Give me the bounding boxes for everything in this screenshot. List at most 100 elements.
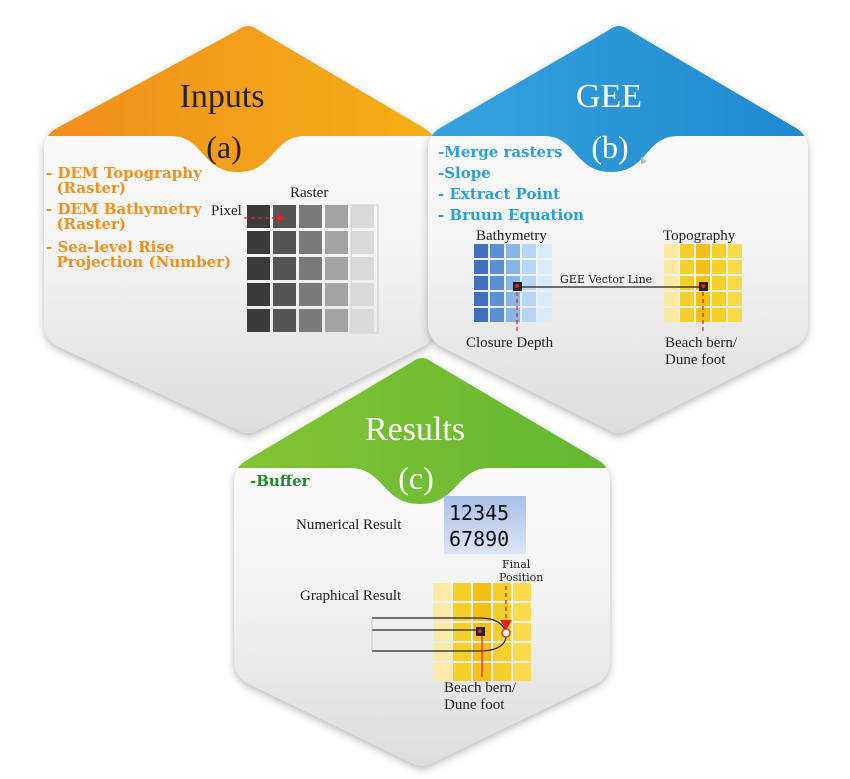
panel-b-item-3: - Extract Point <box>438 185 560 203</box>
topography-cell <box>712 292 726 306</box>
panel-a-item-1-line2: (Raster) <box>46 179 126 197</box>
final-position-label-2: Position <box>499 571 543 584</box>
result-cell <box>493 583 511 601</box>
raster-cell <box>299 231 322 254</box>
result-cell <box>453 623 471 641</box>
raster-cell <box>273 309 296 332</box>
bathymetry-cell <box>522 292 536 306</box>
numerical-result-box <box>444 496 526 554</box>
bathymetry-cell <box>474 276 488 290</box>
result-cell <box>513 623 531 641</box>
panel-c-berm-label-1: Beach bern/ <box>444 680 517 696</box>
topography-cell <box>712 260 726 274</box>
raster-cell <box>247 231 270 254</box>
result-cell <box>473 603 491 621</box>
panel-a-item-1-line1: - DEM Topography <box>46 164 203 182</box>
graphical-result-label: Graphical Result <box>300 588 402 604</box>
topography-cell <box>728 308 742 322</box>
panel-b-item-2: -Slope <box>438 164 491 182</box>
panel-a-list: - DEM Topography (Raster) - DEM Bathymet… <box>46 164 231 271</box>
result-cell <box>473 583 491 601</box>
topography-cell <box>712 308 726 322</box>
bathymetry-cell <box>538 244 552 258</box>
panel-b-item-1: -Merge rasters <box>438 143 562 161</box>
final-position-circle-icon <box>501 628 511 638</box>
pixel-label: Pixel <box>211 203 242 219</box>
topography-cell <box>696 260 710 274</box>
panel-c-title: Results <box>365 411 465 448</box>
numerical-result-label: Numerical Result <box>296 517 402 533</box>
gee-vector-label: GEE Vector Line <box>560 273 652 286</box>
result-cell <box>433 583 451 601</box>
raster-cell <box>325 309 348 332</box>
raster-cell <box>351 257 374 280</box>
bathymetry-cell <box>490 308 504 322</box>
bathymetry-cell <box>474 308 488 322</box>
bathymetry-cell <box>522 244 536 258</box>
final-position-arrow-icon <box>500 620 512 630</box>
topography-cell <box>712 276 726 290</box>
result-cell <box>453 663 471 681</box>
topography-cell <box>680 260 694 274</box>
berm-red-dot <box>701 284 705 288</box>
topography-cell <box>728 260 742 274</box>
panel-a-title: Inputs <box>180 78 265 115</box>
topography-cell <box>728 276 742 290</box>
bathymetry-cell <box>538 260 552 274</box>
panel-a-item-2-line2: (Raster) <box>46 215 126 233</box>
raster-cell <box>247 283 270 306</box>
bathymetry-cell <box>474 292 488 306</box>
raster-cell <box>247 309 270 332</box>
result-cell <box>513 663 531 681</box>
topography-cell <box>664 260 678 274</box>
result-red-dot <box>478 629 482 633</box>
panel-b-list: -Merge rasters -Slope - Extract Point - … <box>438 143 584 224</box>
panel-b-hexagon <box>428 26 808 433</box>
bathymetry-cell <box>474 260 488 274</box>
panel-b-berm-label-2: Dune foot <box>665 352 726 368</box>
raster-cell <box>325 205 348 228</box>
topography-cell <box>680 276 694 290</box>
topography-cell <box>680 292 694 306</box>
result-cell <box>493 643 511 661</box>
bathymetry-cell <box>490 244 504 258</box>
closure-depth-label: Closure Depth <box>466 335 554 351</box>
topography-cell <box>680 244 694 258</box>
raster-cell <box>247 257 270 280</box>
panel-b-berm-label-1: Beach bern/ <box>665 335 738 351</box>
raster-cell <box>325 231 348 254</box>
bathymetry-label: Bathymetry <box>476 228 547 244</box>
bathymetry-cell <box>522 308 536 322</box>
topography-cell <box>680 308 694 322</box>
panel-b-title: GEE <box>576 78 642 115</box>
raster-cell <box>351 309 374 332</box>
result-cell <box>433 663 451 681</box>
bathymetry-cell <box>538 276 552 290</box>
panel-a-item-2-line1: - DEM Bathymetry <box>46 200 203 218</box>
raster-label: Raster <box>290 185 328 201</box>
bathymetry-cell <box>538 308 552 322</box>
result-cell <box>513 643 531 661</box>
bathymetry-cell <box>506 292 520 306</box>
raster-cell <box>351 231 374 254</box>
topography-cell <box>712 244 726 258</box>
result-cell <box>493 603 511 621</box>
panel-c-berm-label-2: Dune foot <box>444 697 505 713</box>
raster-cell <box>299 283 322 306</box>
result-cell <box>493 663 511 681</box>
raster-outline <box>350 204 379 334</box>
bathymetry-cell <box>490 276 504 290</box>
topography-grid <box>664 244 742 322</box>
raster-cell <box>273 231 296 254</box>
result-cell <box>513 603 531 621</box>
result-cell <box>513 583 531 601</box>
raster-cell <box>351 205 374 228</box>
bathymetry-cell <box>490 260 504 274</box>
bathymetry-cell <box>506 308 520 322</box>
panel-b-letter: (b) <box>591 129 628 165</box>
numerical-result-line-1: 12345 <box>449 501 509 525</box>
bathymetry-cell <box>506 244 520 258</box>
numerical-result-line-2: 67890 <box>449 527 509 551</box>
raster-cell <box>247 205 270 228</box>
